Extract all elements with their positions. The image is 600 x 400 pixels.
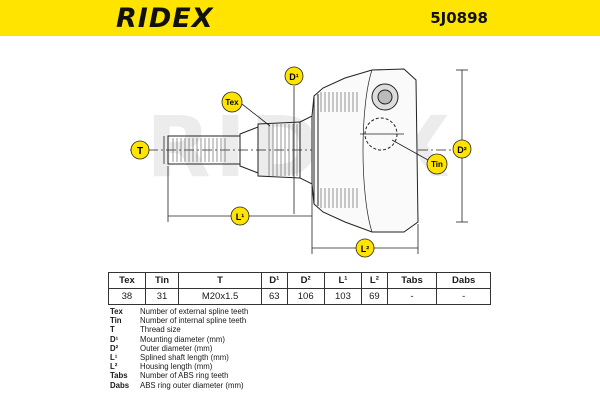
brand-logo: RIDEX [116,3,214,34]
legend-item: Tabs Number of ABS ring teeth [110,371,410,380]
t-label-circle [130,140,150,160]
legend-desc: Outer diameter (mm) [140,343,213,353]
legend-item: T Thread size [110,325,410,334]
d2-label-circle [452,139,472,159]
value-tin: 31 [144,288,180,305]
legend-key: Tex [110,307,123,316]
spec-table: Tex Tin T D¹ D² L¹ L² Tabs Dabs 38 31 M2… [108,272,491,305]
legend-item: Tex Number of external spline teeth [110,307,410,316]
spec-table-header-row: Tex Tin T D¹ D² L¹ L² Tabs Dabs [108,272,491,289]
legend-item: L¹ Splined shaft length (mm) [110,353,410,362]
t-label: T [137,146,143,157]
tin-leader [391,139,429,161]
legend-key: L¹ [110,352,118,362]
d1-label-circle [284,66,304,86]
legend-key: Dabs [110,380,130,390]
legend-key: T [110,325,115,335]
header-l1: L¹ [323,272,363,289]
d1-label: D¹ [289,72,299,82]
header-l2: L² [361,272,388,289]
tin-label-circle [426,153,448,175]
legend-key: Tabs [110,371,128,381]
legend-item: D¹ Mounting diameter (mm) [110,335,410,344]
header-t: T [178,272,262,289]
header-d1: D¹ [260,272,288,289]
legend-desc: Splined shaft length (mm) [140,352,229,362]
part-number: 5J0898 [430,9,488,27]
tex-label: Tex [225,98,239,107]
legend-key: D¹ [110,334,119,344]
l2-label-circle [355,238,375,258]
spec-table-value-row: 38 31 M20x1.5 63 106 103 69 - - [108,288,491,305]
legend-key: Tin [110,316,122,326]
value-tabs: - [386,288,438,305]
legend-item: Dabs ABS ring outer diameter (mm) [110,381,410,390]
header-tabs: Tabs [386,272,438,289]
tex-leader [241,103,271,127]
value-d2: 106 [286,288,325,305]
legend-item: L² Housing length (mm) [110,362,410,371]
d2-label: D² [457,145,467,155]
value-t: M20x1.5 [178,288,262,305]
value-tex: 38 [108,288,146,305]
header-tex: Tex [108,272,146,289]
legend-desc: Thread size [140,325,181,335]
legend-desc: Number of ABS ring teeth [140,371,229,381]
l2-label: L² [361,244,370,254]
tin-label: Tin [431,160,443,169]
l1-label: L¹ [236,212,245,222]
l1-label-circle [230,206,250,226]
housing [311,68,419,233]
cv-joint-diagram: RIDEX T D¹ Tex Tin D² [130,66,472,258]
value-l1: 103 [323,288,363,305]
header-d2: D² [286,272,325,289]
header-bar: RIDEX 5J0898 [0,0,600,36]
value-dabs: - [436,288,491,305]
legend-desc: Housing length (mm) [140,362,213,372]
value-d1: 63 [260,288,288,305]
legend-key: L² [110,362,118,372]
legend-desc: ABS ring outer diameter (mm) [140,380,244,390]
legend-desc: Mounting diameter (mm) [140,334,225,344]
legend-desc: Number of external spline teeth [140,307,249,316]
legend-desc: Number of internal spline teeth [140,316,247,326]
legend-item: D² Outer diameter (mm) [110,344,410,353]
legend-item: Tin Number of internal spline teeth [110,316,410,325]
value-l2: 69 [361,288,388,305]
legend-key: D² [110,343,119,353]
header-dabs: Dabs [436,272,491,289]
header-tin: Tin [144,272,180,289]
tex-label-circle [221,91,243,113]
